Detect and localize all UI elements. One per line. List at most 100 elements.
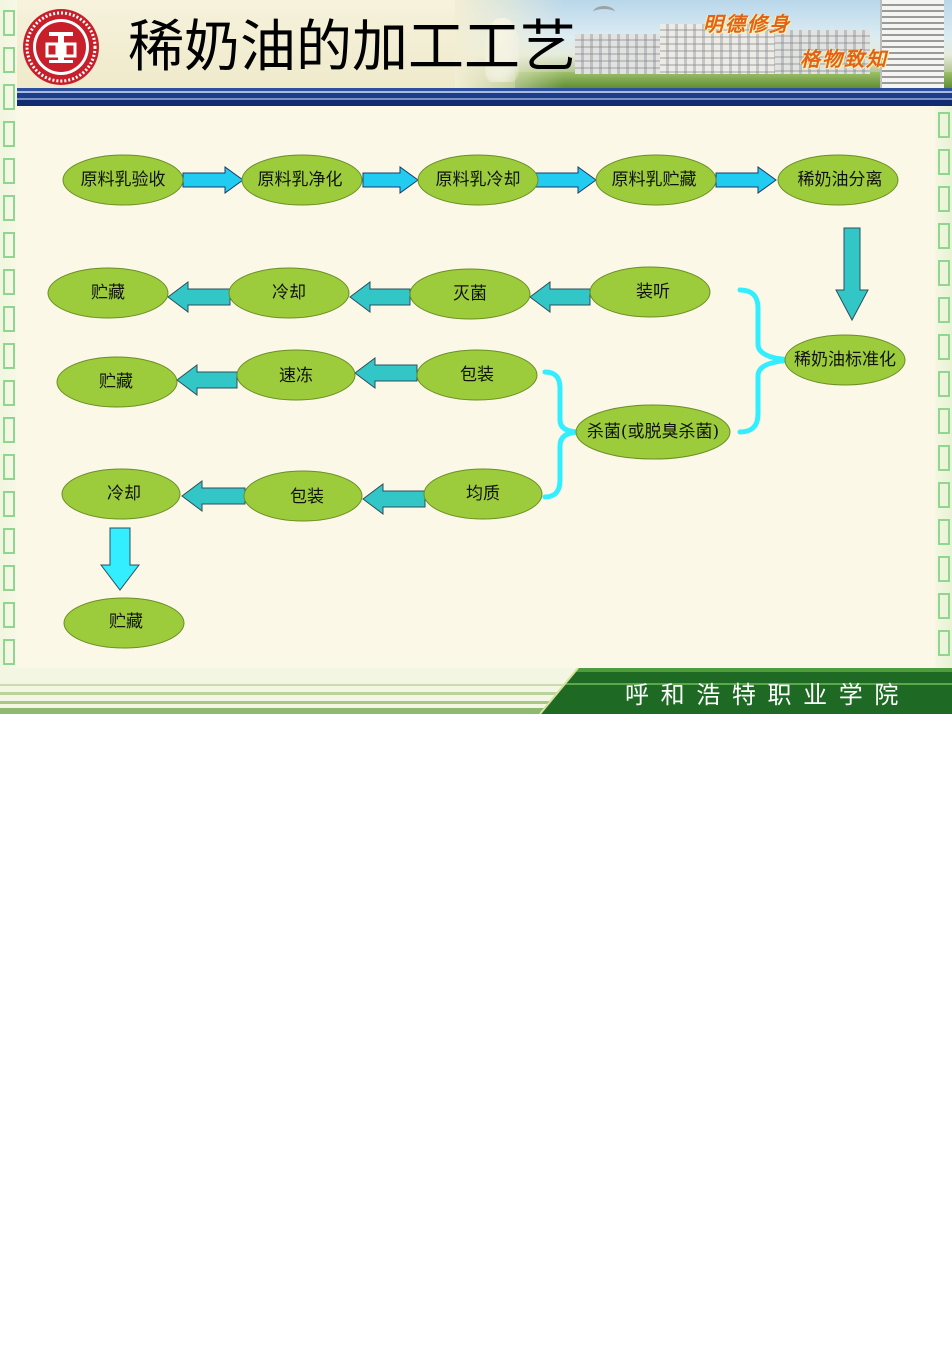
process-flow-diagram: 原料乳验收 原料乳净化 原料乳冷却 原料乳贮藏 稀奶油分离 贮藏 冷却 xyxy=(47,154,906,649)
flow-node-label: 稀奶油标准化 xyxy=(794,350,896,370)
node-cooling-canned: 冷却 xyxy=(228,267,350,319)
flow-node-label: 杀菌(或脱臭杀菌) xyxy=(587,422,719,442)
border-ornament-tile xyxy=(938,408,950,434)
page-title: 稀奶油的加工工艺 xyxy=(128,15,576,80)
flow-node-label: 冷却 xyxy=(272,283,306,303)
photo-building xyxy=(775,30,870,74)
header-divider xyxy=(0,88,952,106)
border-ornament-tile xyxy=(938,593,950,619)
border-ornament-tile xyxy=(938,556,950,582)
row3-arrows xyxy=(176,357,418,396)
border-ornament-tile xyxy=(938,445,950,471)
footer-institution-name: 呼 和 浩 特 职 业 学 院 xyxy=(625,681,901,709)
border-ornament-tile xyxy=(3,602,15,628)
node-packaging-frozen: 包装 xyxy=(416,349,538,401)
right-border-ornament xyxy=(935,106,952,668)
border-ornament-tile xyxy=(938,371,950,397)
border-ornament-tile xyxy=(3,47,15,73)
campus-photo: 明德修身 格物致知 xyxy=(455,0,952,88)
node-quick-freezing: 速冻 xyxy=(236,349,356,401)
logo-emblem-left xyxy=(45,42,59,58)
node-cream-standardization: 稀奶油标准化 xyxy=(784,334,906,386)
node-canning: 装听 xyxy=(589,266,711,318)
footer-panel-edge xyxy=(539,668,579,714)
photo-fade xyxy=(455,0,565,88)
photo-building xyxy=(660,24,780,74)
node-cream-separation: 稀奶油分离 xyxy=(777,154,899,206)
footer-panel-highlight xyxy=(575,668,952,672)
border-ornament-tile xyxy=(3,454,15,480)
flow-node-label: 原料乳净化 xyxy=(258,170,343,190)
flow-arrow-right xyxy=(362,166,419,194)
footer-stripe xyxy=(0,708,952,714)
border-ornament-tile xyxy=(3,417,15,443)
flow-node-shape xyxy=(56,356,178,408)
row1-arrows xyxy=(182,166,777,194)
flow-node-label: 速冻 xyxy=(279,366,313,386)
photo-tower-building xyxy=(880,0,944,88)
flow-node-shape xyxy=(777,154,899,206)
flow-node-label: 原料乳验收 xyxy=(81,170,166,190)
footer-green-panel xyxy=(540,668,952,714)
border-ornament-tile xyxy=(3,121,15,147)
flow-node-label: 贮藏 xyxy=(109,612,143,632)
border-ornament-tile xyxy=(938,260,950,286)
node-storage-homogenized: 贮藏 xyxy=(63,597,185,649)
flow-node-shape xyxy=(409,268,531,320)
flow-node-label: 原料乳冷却 xyxy=(436,170,521,190)
flow-arrow-down xyxy=(835,227,869,322)
logo-emblem-base xyxy=(49,60,73,63)
flow-node-shape xyxy=(784,334,906,386)
node-storage-frozen: 贮藏 xyxy=(56,356,178,408)
flow-node-shape xyxy=(243,470,363,522)
flow-node-shape xyxy=(228,267,350,319)
flow-node-shape xyxy=(575,404,731,460)
flow-arrow-right xyxy=(715,166,777,194)
flow-arrow-right xyxy=(182,166,244,194)
flow-node-label: 贮藏 xyxy=(91,283,125,303)
border-ornament-tile xyxy=(3,528,15,554)
border-ornament-tile xyxy=(3,232,15,258)
border-ornament-tile xyxy=(3,639,15,665)
border-ornament-tile xyxy=(938,630,950,656)
flow-arrow-left xyxy=(362,483,426,515)
border-ornament-tile xyxy=(938,519,950,545)
border-ornament-tile xyxy=(938,334,950,360)
college-logo xyxy=(23,9,99,85)
flow-arrow-left xyxy=(349,281,411,313)
bird-icon xyxy=(593,6,615,19)
flow-node-label: 均质 xyxy=(466,484,500,504)
border-ornament-tile xyxy=(938,482,950,508)
node-raw-milk-cooling: 原料乳冷却 xyxy=(417,154,539,206)
border-ornament-tile xyxy=(938,223,950,249)
header-banner: 明德修身 格物致知 稀奶油的加工工艺 xyxy=(0,0,952,88)
photo-motto-top: 明德修身 xyxy=(703,12,791,36)
flow-node-label: 冷却 xyxy=(107,484,141,504)
border-ornament-tile xyxy=(3,343,15,369)
logo-emblem-right xyxy=(63,42,77,58)
flow-node-shape xyxy=(416,349,538,401)
flow-node-shape xyxy=(236,349,356,401)
border-ornament-tile xyxy=(3,565,15,591)
flow-arrow-down xyxy=(99,527,141,591)
flow-node-shape xyxy=(62,154,184,206)
node-storage-canned: 贮藏 xyxy=(47,267,169,319)
node-raw-milk-purification: 原料乳净化 xyxy=(241,154,363,206)
flow-node-label: 装听 xyxy=(636,282,670,302)
flow-node-shape xyxy=(423,468,543,520)
footer-stripe xyxy=(0,684,952,686)
left-border-ornament xyxy=(0,0,17,668)
flow-arrow-left xyxy=(181,480,246,512)
flow-node-shape xyxy=(417,154,539,206)
border-ornament-tile xyxy=(938,149,950,175)
node-packaging-homogenized: 包装 xyxy=(243,470,363,522)
flow-node-label: 贮藏 xyxy=(99,372,133,392)
photo-motto-bottom: 格物致知 xyxy=(800,47,888,71)
node-homogenization: 均质 xyxy=(423,468,543,520)
flow-node-shape xyxy=(47,267,169,319)
border-ornament-tile xyxy=(3,195,15,221)
row2-arrows xyxy=(167,281,591,313)
photo-lawn xyxy=(515,72,952,88)
footer-stripe xyxy=(0,692,952,695)
footer-panel-line xyxy=(564,683,952,685)
